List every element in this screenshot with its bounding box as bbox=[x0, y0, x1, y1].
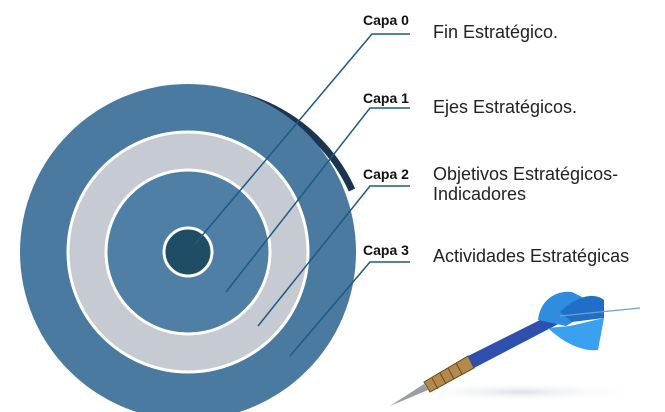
bullseye-capa-0 bbox=[162, 226, 214, 278]
layer-tag-capa-2: Capa 2 bbox=[363, 166, 409, 182]
leader-line-capa-1 bbox=[225, 107, 410, 293]
layer-tag-capa-0: Capa 0 bbox=[363, 12, 409, 28]
leader-line-capa-2 bbox=[257, 185, 410, 327]
layer-tag-capa-3: Capa 3 bbox=[363, 242, 409, 258]
leader-line-capa-3 bbox=[289, 261, 410, 357]
layer-description-capa-2: Objetivos Estratégicos- Indicadores bbox=[433, 164, 618, 204]
layer-description-capa-3: Actividades Estratégicas bbox=[433, 246, 630, 266]
layer-tag-capa-1: Capa 1 bbox=[363, 90, 409, 106]
dart-icon bbox=[390, 291, 641, 406]
layer-description-capa-0: Fin Estratégico. bbox=[433, 22, 559, 42]
layer-description-capa-2-line-1: Objetivos Estratégicos- bbox=[433, 164, 619, 184]
layer-description-capa-2-line-2: Indicadores bbox=[433, 184, 527, 204]
layer-description-capa-1: Ejes Estratégicos. bbox=[433, 97, 578, 117]
leader-line-capa-0 bbox=[194, 33, 410, 245]
